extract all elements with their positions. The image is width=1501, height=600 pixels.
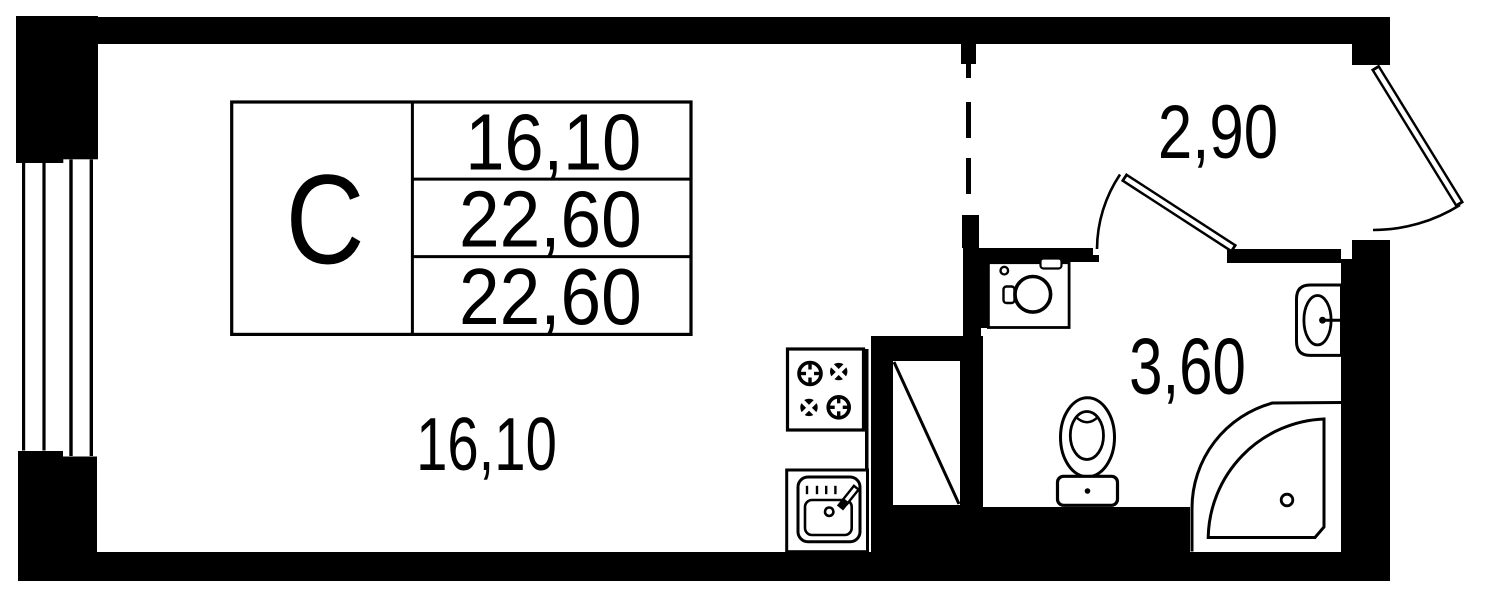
svg-text:2,90: 2,90: [1158, 89, 1278, 175]
svg-text:16,10: 16,10: [416, 403, 557, 487]
svg-text:22,60: 22,60: [459, 176, 642, 264]
svg-text:16,10: 16,10: [465, 97, 641, 186]
svg-text:С: С: [286, 150, 365, 292]
svg-text:22,60: 22,60: [459, 253, 642, 341]
svg-text:3,60: 3,60: [1129, 321, 1246, 410]
